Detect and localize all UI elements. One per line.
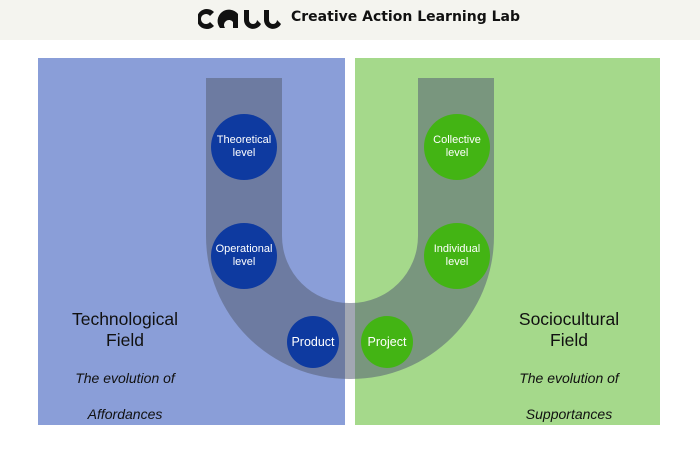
- project-label: Project: [367, 335, 407, 349]
- technological-field-name-line2: Field: [106, 330, 144, 350]
- call-logo: [198, 9, 281, 29]
- individual-level-line2: level: [445, 256, 469, 268]
- theoretical-level-line1: Theoretical: [216, 134, 272, 146]
- header-bar: Creative Action Learning Lab: [0, 0, 700, 40]
- collective-level-node: Collective level: [424, 114, 490, 180]
- technological-field-name-line1: Technological: [71, 309, 179, 329]
- collective-level-line1: Collective: [433, 134, 481, 146]
- operational-level-node: Operational level: [211, 223, 277, 289]
- sociocultural-field-name-line2: Field: [550, 330, 588, 350]
- theoretical-level-node: Theoretical level: [211, 114, 277, 180]
- sociocultural-field-label: Sociocultural Field The evolution of Sup…: [494, 309, 644, 441]
- individual-level-line1: Individual: [433, 243, 481, 255]
- sociocultural-field-name-line1: Sociocultural: [518, 309, 620, 329]
- project-node: Project: [361, 316, 413, 368]
- technological-field-subtitle-line2: Affordances: [87, 406, 163, 422]
- sociocultural-field-subtitle-line2: Supportances: [525, 406, 613, 422]
- collective-level-line2: level: [445, 147, 469, 159]
- header-title: Creative Action Learning Lab: [291, 9, 520, 25]
- technological-field-label: Technological Field The evolution of Aff…: [50, 309, 200, 441]
- product-node: Product: [287, 316, 339, 368]
- operational-level-line1: Operational: [215, 243, 273, 255]
- theoretical-level-line2: level: [232, 147, 256, 159]
- operational-level-line2: level: [232, 256, 256, 268]
- sociocultural-field-subtitle-line1: The evolution of: [519, 370, 619, 386]
- individual-level-node: Individual level: [424, 223, 490, 289]
- technological-field-subtitle-line1: The evolution of: [75, 370, 175, 386]
- product-label: Product: [291, 335, 335, 349]
